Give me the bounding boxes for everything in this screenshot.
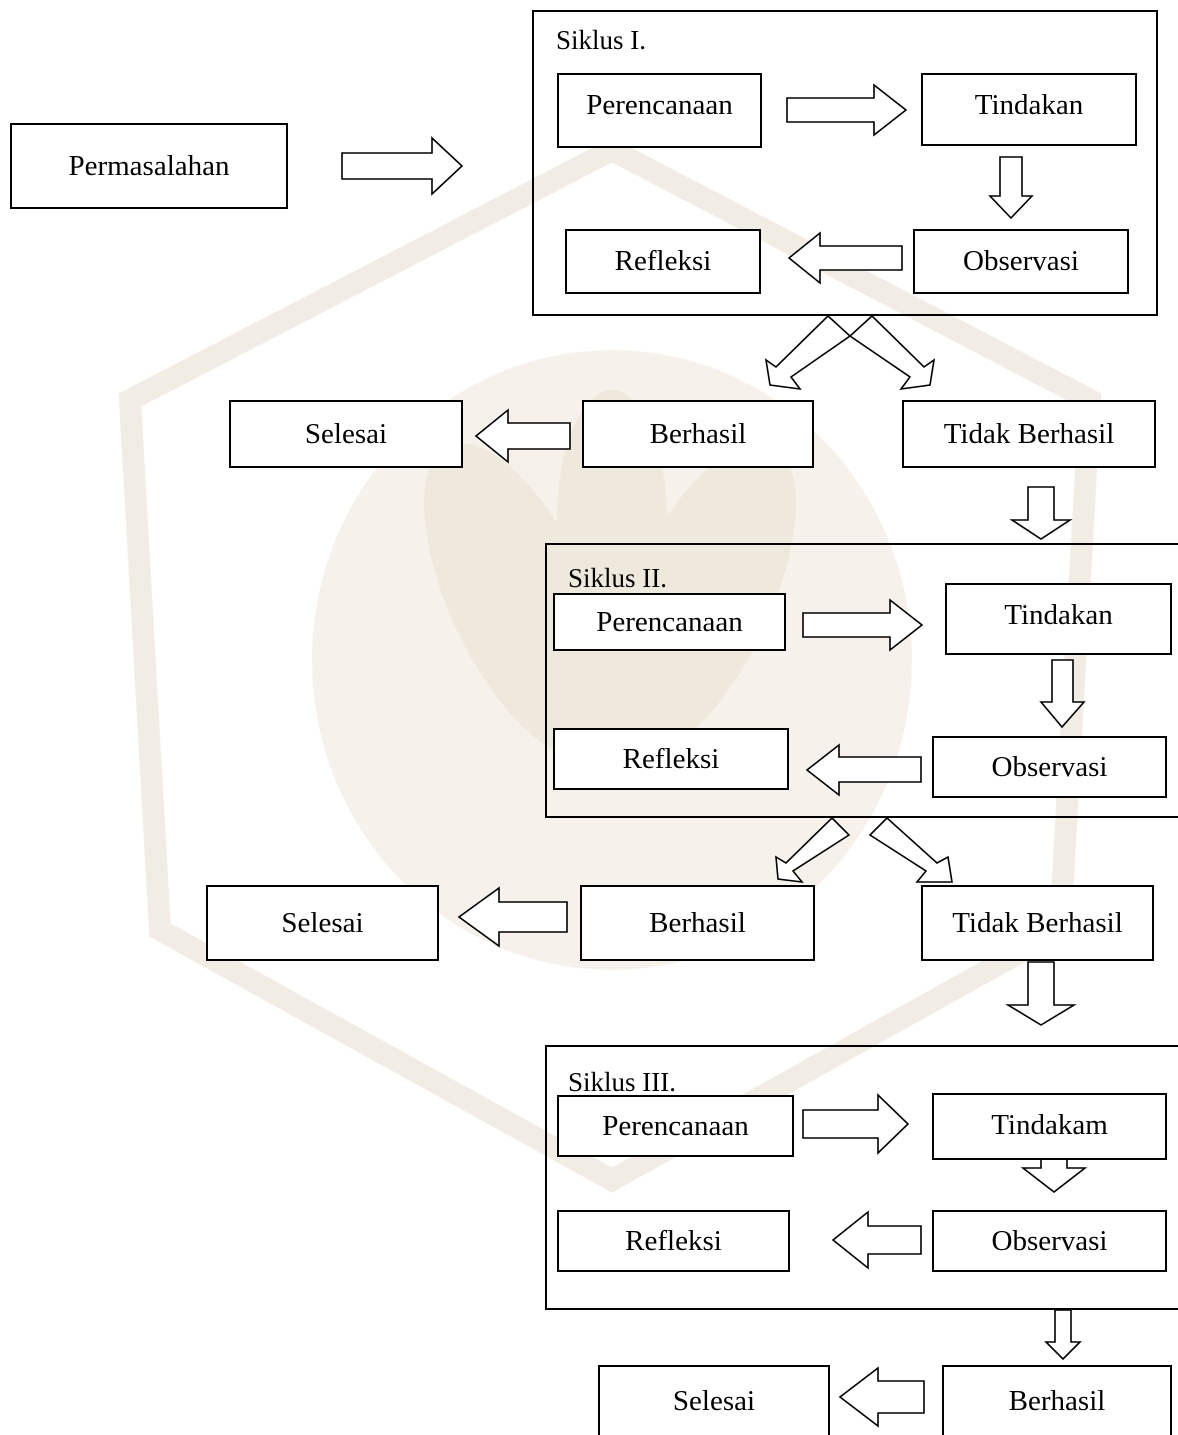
cycle-1-action-box: Tindakan (921, 73, 1137, 146)
outcome-1-end-box: Selesai (229, 400, 463, 468)
cycle-2-observation-box: Observasi (932, 736, 1167, 798)
outcome-1-fail-box: Tidak Berhasil (902, 400, 1156, 468)
cycle-2-action-box: Tindakan (945, 583, 1172, 655)
outcome-1-success-box: Berhasil (582, 400, 814, 468)
arrow-down-icon (1009, 486, 1073, 540)
cycle-3-observation-box: Observasi (932, 1210, 1167, 1272)
arrow-right-icon (802, 598, 924, 652)
outcome-2-end-box: Selesai (206, 885, 439, 961)
cycle-1-planning-box: Perencanaan (557, 73, 762, 148)
arrow-left-icon (831, 1210, 922, 1270)
arrow-diagonal-down-left-icon (775, 816, 851, 884)
cycle-2-reflection-box: Refleksi (553, 728, 789, 790)
arrow-diagonal-down-right-icon (868, 816, 953, 883)
outcome-3-success-box: Berhasil (942, 1365, 1172, 1435)
cycle-1-reflection-box: Refleksi (565, 229, 761, 294)
arrow-left-icon (787, 231, 903, 285)
outcome-3-end-box: Selesai (598, 1365, 830, 1435)
cycle-2-frame (545, 543, 1178, 818)
cycle-3-action-box: Tindakam (932, 1093, 1167, 1160)
arrow-left-icon (457, 886, 568, 948)
cycle-1-frame (532, 10, 1158, 316)
arrow-right-icon (786, 83, 908, 137)
arrow-right-icon (802, 1093, 910, 1155)
cycle-3-frame (545, 1045, 1178, 1310)
cycle-2-title: Siklus II. (568, 563, 668, 593)
cycle-3-planning-box: Perencanaan (557, 1095, 794, 1157)
arrow-left-icon (838, 1366, 925, 1428)
outcome-2-fail-box: Tidak Berhasil (921, 885, 1154, 961)
arrow-down-icon (1039, 659, 1086, 729)
start-box-permasalahan: Permasalahan (10, 123, 288, 209)
cycle-3-reflection-box: Refleksi (557, 1210, 790, 1272)
outcome-2-success-box: Berhasil (580, 885, 815, 961)
cycle-2-planning-box: Perencanaan (553, 593, 786, 651)
cycle-1-title: Siklus I. (556, 25, 647, 55)
arrow-left-icon (805, 743, 922, 797)
arrow-left-icon (474, 408, 571, 464)
arrow-right-icon (341, 136, 464, 196)
cycle-1-observation-box: Observasi (913, 229, 1129, 294)
arrow-diagonal-down-right-icon (848, 314, 936, 391)
arrow-down-icon (1044, 1309, 1082, 1361)
arrow-down-icon (1005, 961, 1077, 1026)
cycle-3-title: Siklus III. (568, 1067, 676, 1097)
arrow-diagonal-down-left-icon (764, 314, 852, 391)
arrow-down-icon (988, 156, 1034, 220)
